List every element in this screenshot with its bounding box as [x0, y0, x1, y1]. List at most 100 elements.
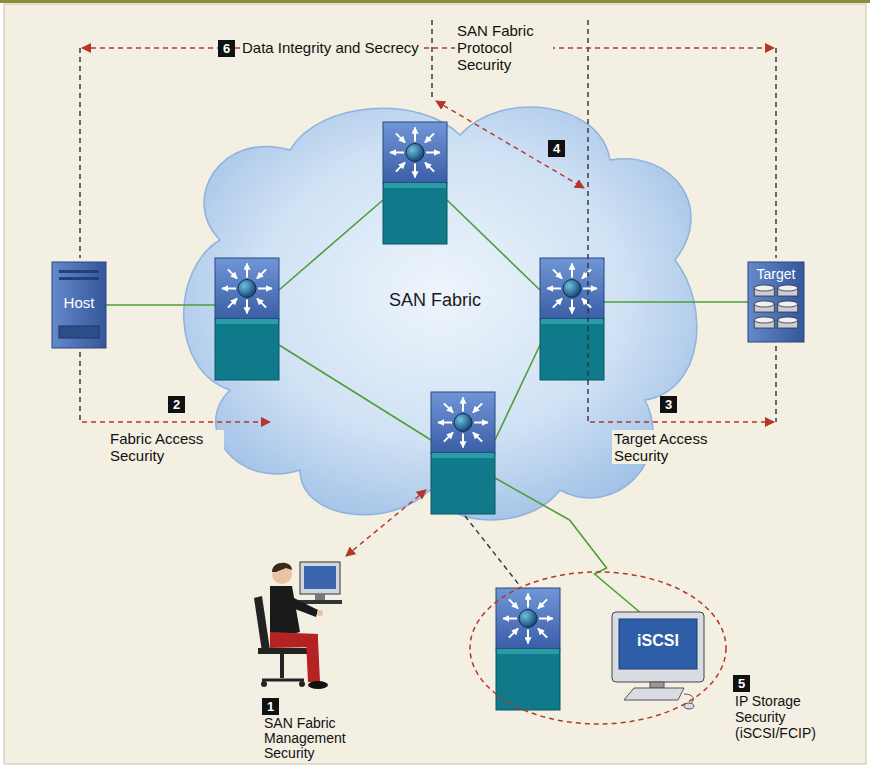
- switch-top: [431, 392, 495, 453]
- monitor-stand: [650, 682, 664, 688]
- server-case: [52, 262, 106, 348]
- disk-top: [778, 301, 798, 307]
- node-label: Host: [64, 294, 95, 311]
- node-label: Target: [757, 266, 796, 282]
- iscsi-computer: iSCSI: [612, 612, 704, 682]
- switch-arrow: [228, 269, 237, 278]
- switch-arrow: [538, 599, 547, 608]
- disk-top: [754, 285, 774, 291]
- switch-arrow: [222, 288, 236, 290]
- top-rule: [0, 0, 870, 3]
- person-shoe: [308, 681, 328, 689]
- switch-arrow: [582, 269, 591, 278]
- scope-arrow: [436, 101, 584, 188]
- disk-top: [754, 301, 774, 307]
- fabric-switch: [540, 258, 604, 380]
- switch-arrow: [425, 133, 434, 142]
- administrator-figure: [254, 562, 342, 689]
- desk-monitor: [300, 562, 340, 594]
- fabric-switch: [383, 122, 447, 244]
- fabric-link: [447, 200, 540, 290]
- fabric-connector: [570, 520, 640, 612]
- scope-arrow: [82, 421, 270, 422]
- fabric-link: [160, 304, 215, 306]
- switch-arrow: [444, 432, 453, 441]
- disk-top: [778, 317, 798, 323]
- person-torso: [270, 586, 300, 640]
- chair-base: [262, 679, 304, 682]
- switch-arrow: [257, 298, 266, 307]
- switch-arrow: [553, 269, 562, 278]
- switch-edge: [432, 453, 494, 458]
- switch-edge: [497, 649, 559, 654]
- server-slot: [59, 277, 99, 280]
- switch-arrow: [246, 300, 248, 314]
- security-label: SAN Fabric Protocol Security: [455, 22, 553, 73]
- switch-arrow: [571, 264, 573, 278]
- monitor-case: [612, 612, 704, 682]
- storage-target: Target: [748, 262, 804, 342]
- fabric-connector: [106, 304, 160, 306]
- switch-core: [519, 610, 537, 628]
- switch-arrow: [390, 152, 404, 154]
- switch-top: [383, 122, 447, 183]
- security-label: Target Access Security: [612, 430, 728, 464]
- security-label: IP Storage Security (iSCSI/FCIP): [733, 693, 841, 741]
- fabric-switch: [496, 588, 560, 710]
- switch-core: [406, 144, 424, 162]
- security-markers: [80, 20, 776, 724]
- storage-case: [748, 262, 804, 342]
- switch-arrow: [474, 422, 488, 424]
- switch-core: [454, 414, 472, 432]
- switch-core: [238, 280, 256, 298]
- switch-arrow: [246, 264, 248, 278]
- mouse-cable: [684, 694, 693, 704]
- extent-line: [775, 48, 776, 258]
- switch-arrow: [444, 403, 453, 412]
- switch-arrow: [509, 599, 518, 608]
- callout-number: 1: [262, 698, 279, 715]
- person-hair: [272, 563, 292, 572]
- person-head: [272, 564, 292, 584]
- node-label: SAN Fabric: [389, 290, 481, 311]
- ip-storage-zone: [470, 572, 726, 724]
- fabric-link: [279, 345, 431, 440]
- switch-arrow: [426, 152, 440, 154]
- switch-arrow: [438, 422, 452, 424]
- person-thigh: [270, 632, 318, 648]
- fabric-switch: [431, 392, 495, 514]
- fabric-link: [604, 301, 710, 303]
- fabric-link: [495, 345, 540, 440]
- switch-arrow: [509, 628, 518, 637]
- switch-arrow: [462, 398, 464, 412]
- switch-arrow: [414, 164, 416, 178]
- switch-base: [215, 319, 279, 380]
- host-server: Host: [52, 262, 106, 348]
- switch-base: [540, 319, 604, 380]
- fabric-switch: [215, 258, 279, 380]
- person-hand: [317, 610, 323, 616]
- chair-wheel: [299, 681, 305, 687]
- switch-arrow: [583, 288, 597, 290]
- callout-number: 2: [168, 396, 185, 413]
- disk-top: [754, 317, 774, 323]
- link-line: [465, 516, 520, 586]
- keyboard: [624, 688, 684, 700]
- extent-line: [79, 48, 80, 258]
- switch-arrow: [547, 288, 561, 290]
- switch-arrow: [553, 298, 562, 307]
- server-slot: [59, 270, 99, 273]
- extent-line: [79, 352, 80, 422]
- extent-line: [775, 346, 776, 422]
- switch-core: [563, 280, 581, 298]
- switch-edge: [541, 319, 603, 324]
- switch-group: [215, 122, 694, 710]
- callout-number: 3: [660, 396, 677, 413]
- switch-arrow: [582, 298, 591, 307]
- extent-line: [431, 20, 432, 100]
- switch-arrow: [527, 630, 529, 644]
- panel-ground: [4, 4, 866, 764]
- switch-arrow: [503, 618, 517, 620]
- scope-arrow: [590, 421, 774, 422]
